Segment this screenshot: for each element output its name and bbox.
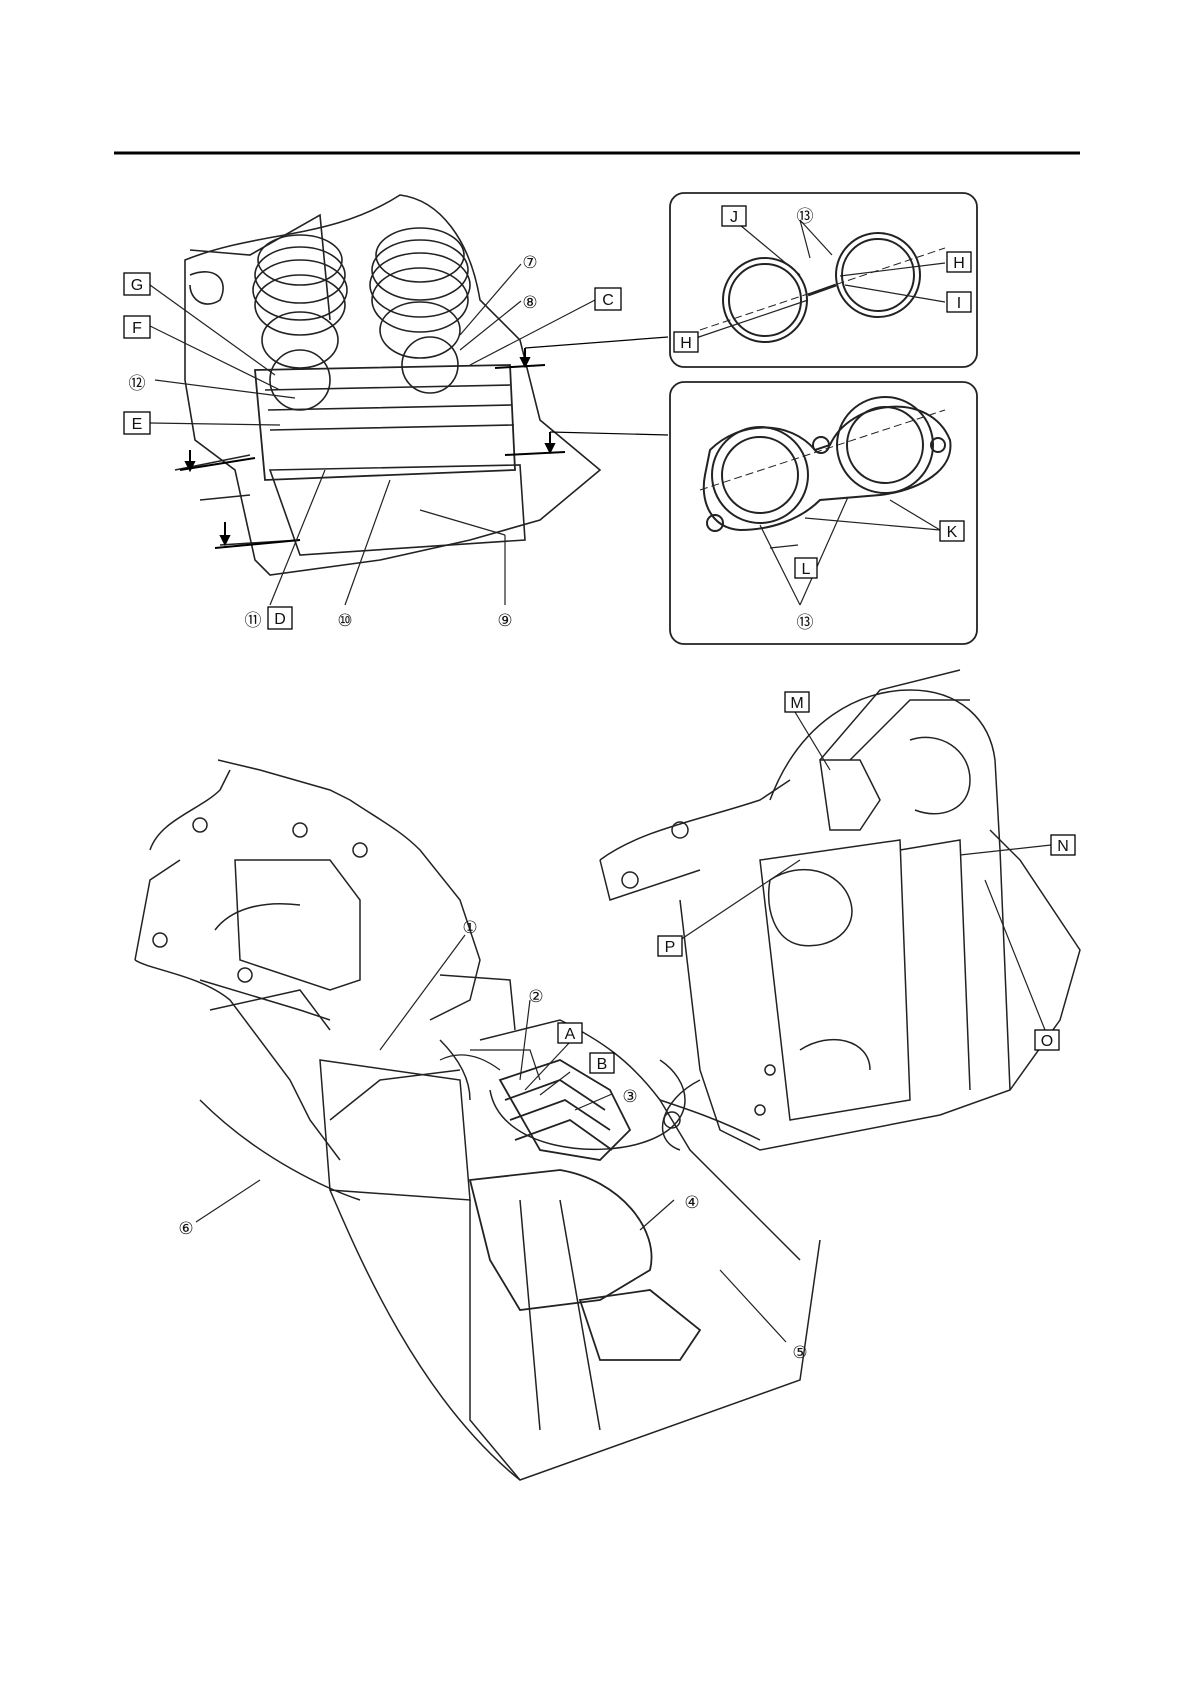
box-label-n: N: [1051, 835, 1075, 855]
svg-text:B: B: [597, 1056, 608, 1073]
callout-2: ②: [528, 987, 543, 1006]
callout-9: ⑨: [497, 611, 512, 630]
box-label-m: M: [785, 692, 809, 712]
detail-frame-sensors: [670, 382, 977, 644]
svg-text:F: F: [132, 320, 142, 337]
callout-4: ④: [684, 1193, 699, 1212]
box-label-l: L: [795, 558, 817, 578]
box-label-g: G: [124, 273, 150, 295]
leaders-top-view: [150, 264, 595, 605]
svg-text:E: E: [132, 416, 143, 433]
svg-text:H: H: [953, 255, 965, 272]
svg-text:K: K: [947, 524, 958, 541]
callout-10: ⑩: [337, 611, 352, 630]
svg-text:A: A: [565, 1026, 576, 1043]
svg-text:O: O: [1041, 1033, 1053, 1050]
detail-frame-clamps: [670, 193, 977, 367]
box-label-i: I: [947, 292, 971, 312]
svg-text:N: N: [1057, 838, 1069, 855]
svg-text:L: L: [802, 561, 811, 578]
box-label-c: C: [595, 288, 621, 310]
box-label-f: F: [124, 316, 150, 338]
callout-11: ⑪: [245, 611, 262, 630]
callout-12: ⑫: [129, 374, 146, 393]
box-label-b: B: [590, 1053, 614, 1073]
box-label-a: A: [558, 1023, 582, 1043]
svg-text:C: C: [602, 292, 614, 309]
box-label-e: E: [124, 412, 150, 434]
callout-3: ③: [622, 1087, 637, 1106]
throttle-body-top-view: [175, 195, 600, 575]
callout-5: ⑤: [792, 1343, 807, 1362]
box-label-d: D: [268, 607, 292, 629]
svg-text:I: I: [957, 295, 961, 312]
svg-text:D: D: [274, 611, 286, 628]
leaders-bottom-left: [196, 935, 786, 1342]
throttle-body-side-view: [440, 1050, 700, 1360]
box-label-p: P: [658, 936, 682, 956]
callout-13-top: ⑬: [797, 207, 814, 226]
box-label-k: K: [940, 521, 964, 541]
svg-text:G: G: [131, 277, 143, 294]
svg-text:M: M: [790, 695, 803, 712]
callout-6: ⑥: [178, 1219, 193, 1238]
svg-text:H: H: [680, 335, 692, 352]
callout-13-mid: ⑬: [797, 613, 814, 632]
box-label-o: O: [1035, 1030, 1059, 1050]
svg-text:P: P: [665, 939, 676, 956]
svg-text:J: J: [730, 209, 738, 226]
box-label-j: J: [722, 206, 746, 226]
section-arrows-top-view: [180, 337, 668, 548]
throttle-body-right-view: [600, 670, 1080, 1150]
callout-1: ①: [462, 918, 477, 937]
callout-7: ⑦: [522, 253, 537, 272]
box-label-h-right: H: [947, 252, 971, 272]
box-label-h-left: H: [674, 332, 698, 352]
callout-8: ⑧: [522, 293, 537, 312]
